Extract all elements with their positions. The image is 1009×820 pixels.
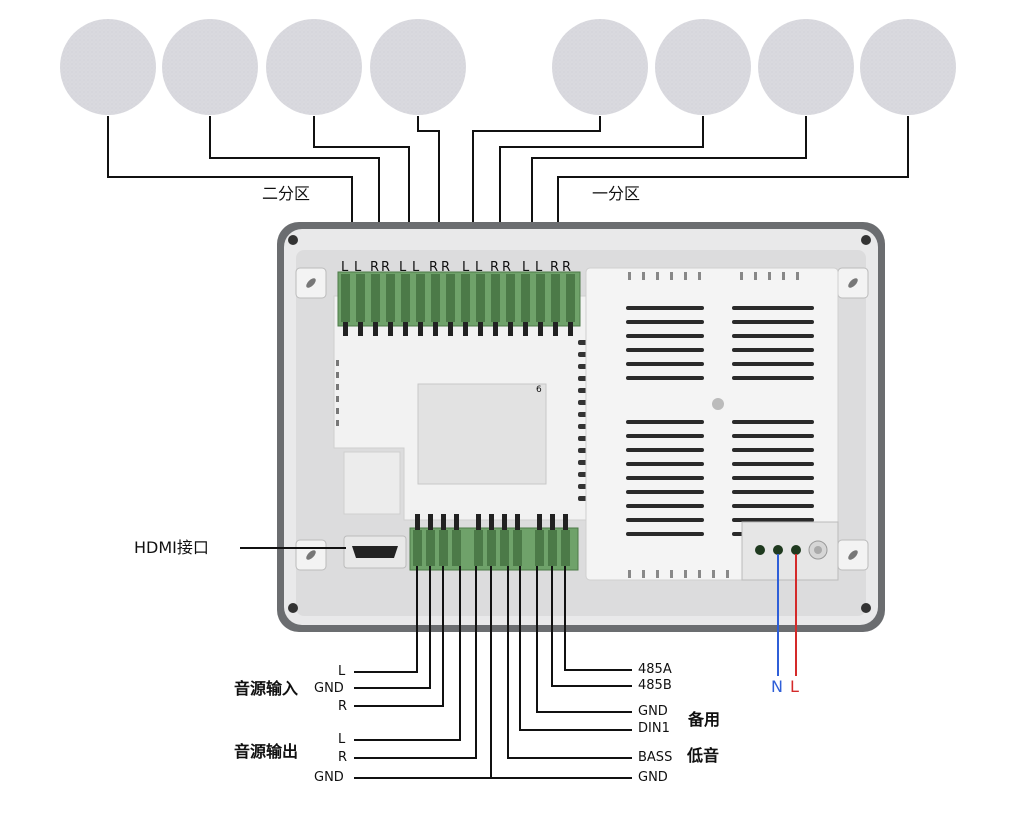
speaker-1 — [60, 19, 156, 115]
terminal-label: L — [341, 260, 349, 275]
terminal-label: R — [490, 260, 500, 275]
audio-out-r: R — [338, 750, 348, 765]
hdmi-label: HDMI接口 — [134, 538, 209, 557]
terminal-label: R — [370, 260, 380, 275]
terminal-label: L — [522, 260, 530, 275]
audio-in-gnd: GND — [314, 681, 344, 696]
terminal-label: L — [412, 260, 420, 275]
label-din1: DIN1 — [638, 721, 670, 736]
chip-number: 6 — [536, 385, 542, 395]
speaker-8 — [860, 19, 956, 115]
label-gnd2: GND — [638, 770, 668, 785]
speaker-2 — [162, 19, 258, 115]
terminal-label: L — [399, 260, 407, 275]
audio-in-r: R — [338, 699, 348, 714]
label-l: L — [790, 677, 799, 696]
terminal-label: L — [354, 260, 362, 275]
speaker-4 — [370, 19, 466, 115]
audio-out-gnd: GND — [314, 770, 344, 785]
label-spare: 备用 — [688, 710, 721, 729]
speakers — [60, 19, 956, 115]
terminal-label: L — [535, 260, 543, 275]
audio-in-l: L — [338, 664, 346, 679]
audio-out-title: 音源输出 — [234, 742, 299, 761]
terminal-label: R — [550, 260, 560, 275]
label-bass: BASS — [638, 750, 673, 765]
label-n: N — [771, 677, 783, 696]
terminal-label: R — [429, 260, 439, 275]
label-485b: 485B — [638, 678, 672, 693]
speaker-7 — [758, 19, 854, 115]
label-gnd: GND — [638, 704, 668, 719]
audio-in-title: 音源输入 — [234, 679, 299, 698]
speaker-6 — [655, 19, 751, 115]
terminal-label: R — [441, 260, 451, 275]
control-panel-back — [277, 222, 885, 632]
terminal-label: R — [562, 260, 572, 275]
speaker-3 — [266, 19, 362, 115]
terminal-label: L — [462, 260, 470, 275]
zone1-label: 一分区 — [592, 184, 641, 203]
bottom-wires — [354, 566, 632, 779]
label-bass-cn: 低音 — [687, 746, 720, 765]
audio-out-l: L — [338, 732, 346, 747]
terminal-label: R — [381, 260, 391, 275]
zone2-label: 二分区 — [262, 184, 311, 203]
speaker-5 — [552, 19, 648, 115]
terminal-label: R — [502, 260, 512, 275]
terminal-label: L — [475, 260, 483, 275]
label-485a: 485A — [638, 662, 672, 677]
